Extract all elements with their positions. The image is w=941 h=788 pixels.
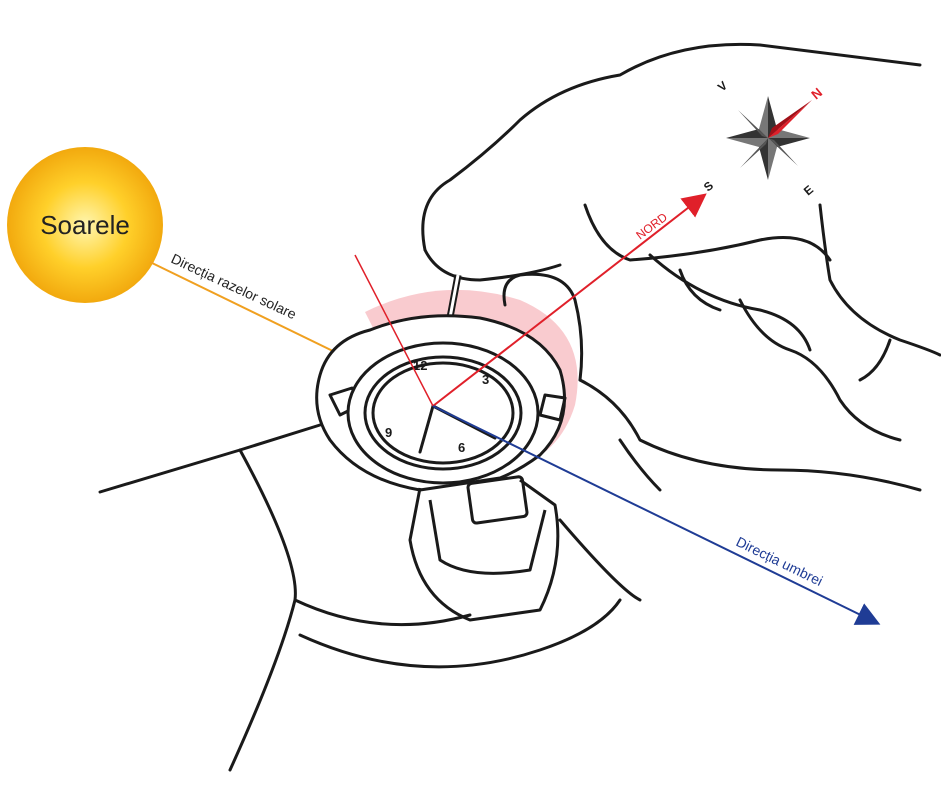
shadow-arrow bbox=[432, 405, 881, 625]
compass-s: S bbox=[701, 178, 716, 194]
arm-outline bbox=[98, 423, 642, 772]
bisector-line bbox=[354, 254, 434, 407]
watch bbox=[315, 314, 567, 622]
numeral-6: 6 bbox=[458, 440, 465, 455]
sun: Soarele bbox=[7, 147, 163, 303]
compass-e: E bbox=[801, 182, 816, 198]
north-arrow bbox=[432, 193, 707, 407]
compass-rose bbox=[726, 96, 812, 180]
compass-v: V bbox=[715, 78, 730, 94]
numeral-9: 9 bbox=[385, 425, 392, 440]
shadow-label: Direcția umbrei bbox=[734, 533, 826, 589]
numeral-12: 12 bbox=[413, 358, 427, 373]
hand-outline bbox=[421, 42, 941, 492]
numeral-3: 3 bbox=[482, 372, 489, 387]
sun-label: Soarele bbox=[40, 210, 130, 240]
compass-n: N bbox=[808, 85, 825, 103]
watch-numerals: 12 3 6 9 bbox=[385, 358, 489, 455]
sun-rays-label: Direcția razelor solare bbox=[169, 250, 299, 322]
